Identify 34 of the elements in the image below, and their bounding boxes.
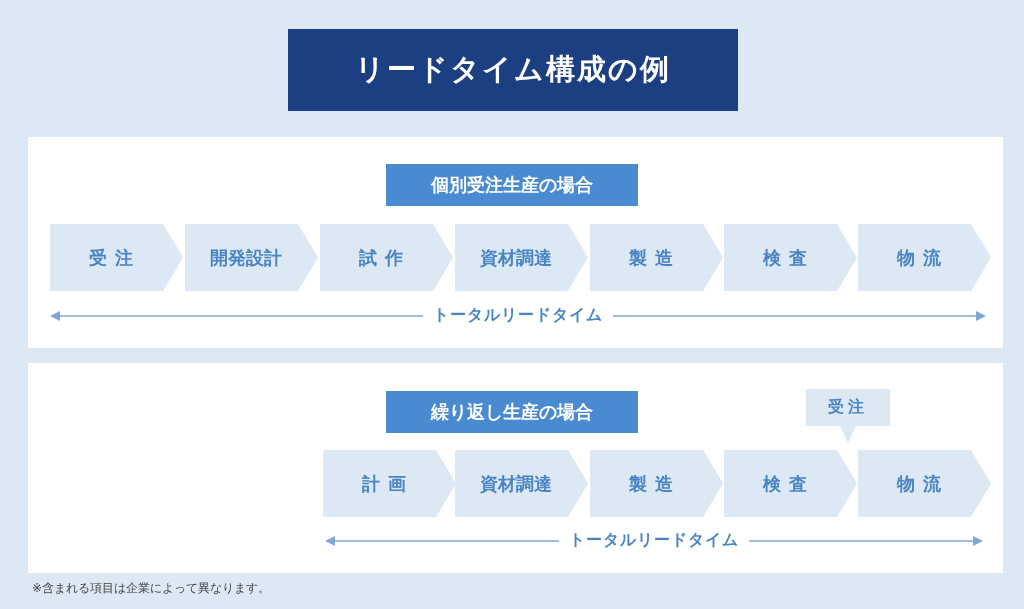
step-label: 受注 [87,246,142,270]
process-step [590,224,723,291]
duration-label: トータルリードタイム [559,530,749,551]
process-step [320,224,453,291]
process-step [50,224,183,291]
process-step [724,450,857,517]
step-label: 製造 [627,472,682,496]
step-label: 検査 [761,246,816,270]
process-step [455,450,588,517]
step-label: 検査 [761,472,816,496]
section-panel [28,363,1003,573]
process-step [590,450,723,517]
duration-label: トータルリードタイム [423,305,613,326]
step-label: 物流 [895,246,950,270]
process-step [858,450,991,517]
process-step [185,224,318,291]
section-heading: 個別受注生産の場合 [386,164,638,206]
section-heading: 繰り返し生産の場合 [386,391,638,433]
callout-text: 受注 [827,397,869,418]
step-label: 製造 [627,246,682,270]
footnote: ※含まれる項目は企業によって異なります。 [32,580,271,597]
step-label: 資材調達 [478,472,553,496]
section-panel [28,137,1003,348]
step-label: 開発設計 [208,246,283,270]
step-label: 資材調達 [478,246,553,270]
process-step [858,224,991,291]
process-step [323,450,456,517]
step-label: 試作 [357,246,412,270]
step-label: 物流 [895,472,950,496]
process-step [724,224,857,291]
process-step [455,224,588,291]
callout-bubble [806,389,890,443]
title-banner: リードタイム構成の例 [288,29,738,111]
step-label: 計画 [360,472,415,496]
